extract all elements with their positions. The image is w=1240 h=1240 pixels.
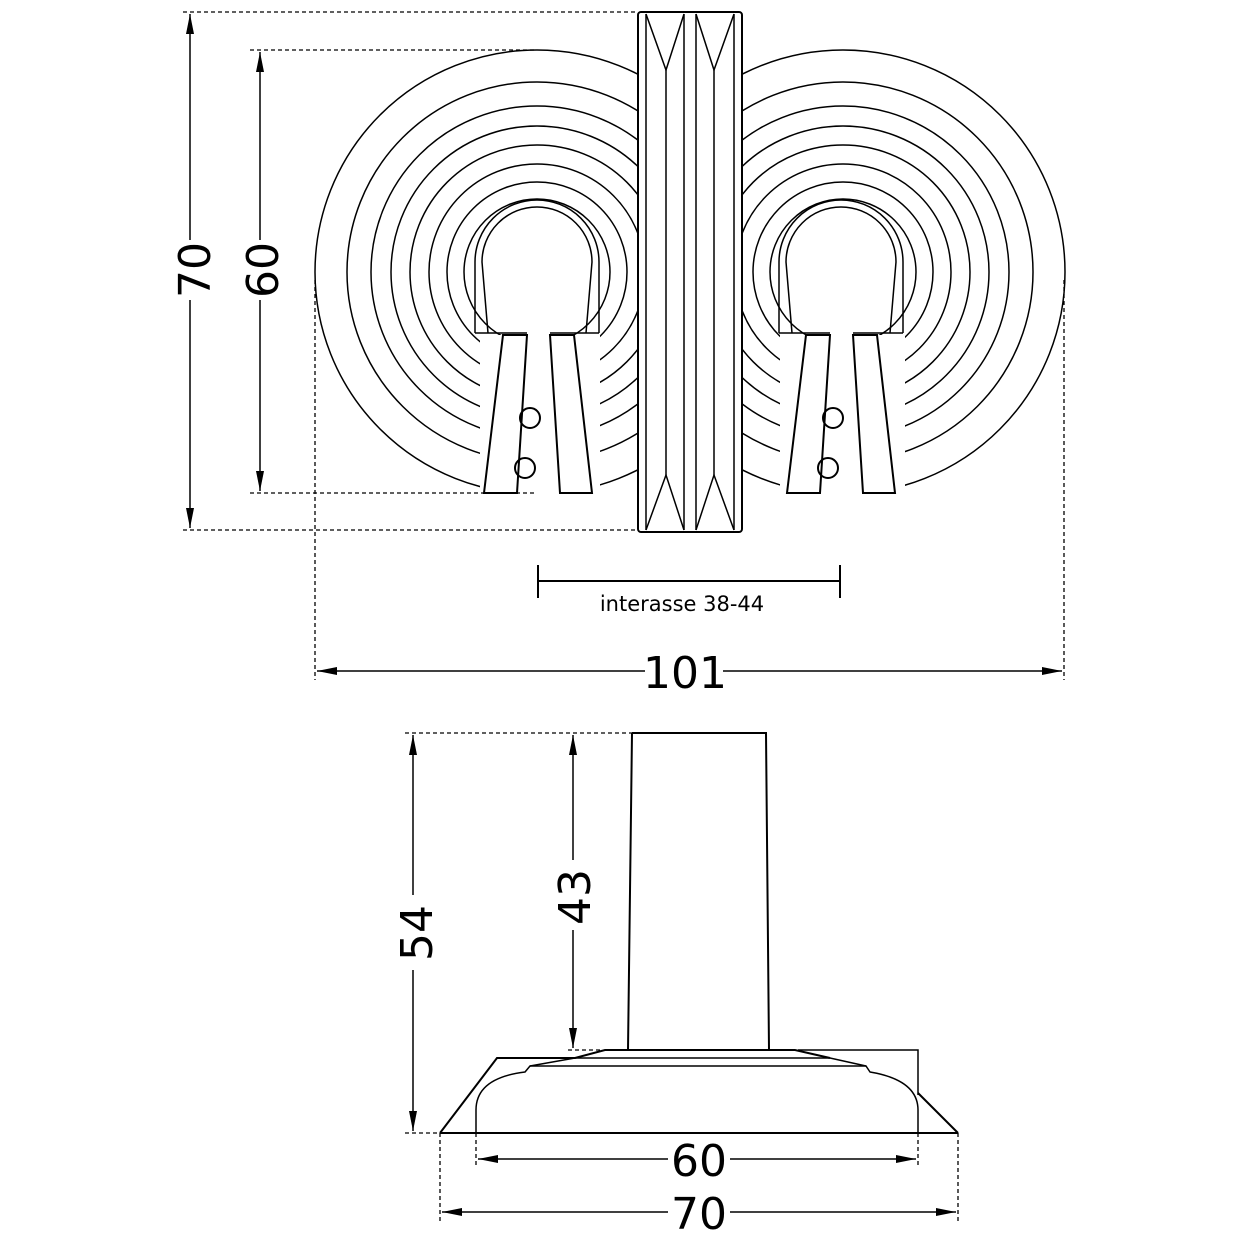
screw-hole [822,407,844,429]
left-keyhole-leg [548,334,594,494]
stem [627,732,770,1051]
right-keyhole [778,199,904,494]
top-view: 70 60 interasse 38-44 101 [170,11,1066,699]
dim-label-base-70: 70 [671,1189,727,1240]
dim-label-base-60: 60 [671,1136,727,1187]
dim-label-43: 43 [550,869,601,925]
screw-hole [514,457,536,479]
right-keyhole-leg [785,334,832,494]
screw-hole [817,457,839,479]
dim-label-60: 60 [238,242,289,298]
side-view: 54 43 60 70 [392,732,959,1240]
center-knob [637,11,743,533]
dim-label-54: 54 [392,905,443,961]
dim-label-101: 101 [643,648,727,699]
screw-hole [519,407,541,429]
center-distance-line [537,565,841,598]
base-outline [439,1049,959,1134]
right-rosette [743,49,1066,495]
left-rosette [314,49,637,495]
left-keyhole [474,199,600,494]
center-distance-label: interasse 38-44 [600,592,764,616]
dim-label-70: 70 [170,242,221,298]
right-keyhole-leg [851,334,897,494]
